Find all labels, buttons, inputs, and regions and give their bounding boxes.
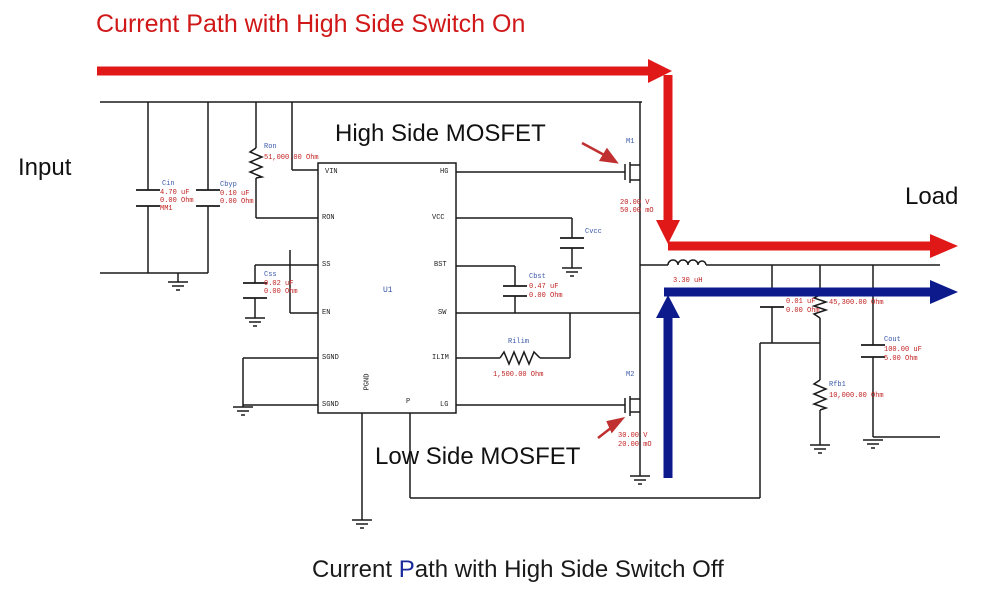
resistor-symbols (248, 147, 829, 411)
rilim-name: Rilim (508, 338, 530, 346)
low-side-mosfet-label: Low Side MOSFET (375, 443, 581, 470)
rfb2-value: 45,300.00 Ohm (829, 299, 884, 307)
capacitor-symbols (136, 189, 885, 358)
css-esr: 0.00 Ohm (264, 288, 298, 296)
cout-value: 100.00 uF (884, 346, 922, 354)
title-bottom-prefix: Current (312, 556, 399, 583)
m2-name: M2 (626, 371, 635, 379)
cout-esr: 5.00 Ohm (884, 355, 918, 363)
css-value: 0.02 uF (264, 280, 294, 288)
cin-esr: 0.00 Ohm (160, 197, 194, 205)
ron-value: 51,000.00 Ohm (264, 154, 319, 162)
ic-pin-lg: LG (440, 401, 449, 409)
ic-pin-ss: SS (322, 261, 331, 269)
annotation-arrows (581, 141, 626, 439)
ic-pin-hg: HG (440, 168, 449, 176)
m1-name: M1 (626, 138, 635, 146)
cbst-value: 0.47 uF (529, 283, 559, 291)
ron-name: Ron (264, 143, 277, 151)
low-side-mosfet-symbol (624, 396, 641, 416)
ic-pin-ilim: ILIM (432, 354, 449, 362)
title-bottom-suffix: ath with High Side Switch Off (414, 556, 724, 583)
cout-name: Cout (884, 336, 901, 344)
high-side-current-path (97, 59, 958, 258)
title-high-side-on: Current Path with High Side Switch On (96, 10, 526, 38)
rilim-value: 1,500.00 Ohm (493, 371, 544, 379)
rfb1-value: 10,000.00 Ohm (829, 392, 884, 400)
ic-pin-pgnd: PGND (363, 373, 372, 391)
ic-pin-sw: SW (438, 309, 447, 317)
cin-value: 4.70 uF (160, 189, 190, 197)
schematic-wires (100, 101, 940, 520)
ic-pin-bst: BST (434, 261, 447, 269)
m1-v1: 20.00 V (620, 199, 650, 207)
inductor-symbol (667, 259, 707, 266)
cff-esr: 0.00 Ohm (786, 307, 820, 315)
cin-part: MM1 (160, 205, 173, 213)
l1-value: 3.30 uH (673, 277, 703, 285)
cvcc-name: Cvcc (585, 228, 602, 236)
title-bottom-highlight: P (398, 556, 415, 583)
ic-pin-ron: RON (322, 214, 335, 222)
input-label: Input (18, 154, 72, 181)
cbst-esr: 0.00 Ohm (529, 292, 563, 300)
low-side-current-path (656, 280, 958, 478)
cbst-name: Cbst (529, 273, 546, 281)
ic-name: U1 (383, 286, 393, 295)
ground-symbols (168, 267, 883, 529)
m2-v2: 20.00 mO (618, 441, 652, 449)
css-name: Css (264, 271, 277, 279)
high-side-mosfet-label: High Side MOSFET (335, 120, 546, 147)
ic-pin-sgnd-1: SGND (322, 354, 339, 362)
cin-name: Cin (162, 180, 175, 188)
ic-pin-vin: VIN (325, 168, 338, 176)
rfb1-name: Rfb1 (829, 381, 846, 389)
cbyp-name: Cbyp (220, 181, 237, 189)
m2-v1: 30.00 V (618, 432, 648, 440)
ic-pin-en: EN (322, 309, 331, 317)
cbyp-value: 0.10 uF (220, 190, 250, 198)
cbyp-esr: 0.00 Ohm (220, 198, 254, 206)
title-high-side-off: Current Path with High Side Switch Off (312, 556, 724, 584)
load-label: Load (905, 183, 959, 210)
ic-pin-p: P (406, 398, 411, 406)
ic-pin-sgnd-2: SGND (322, 401, 339, 409)
m1-v2: 50.00 mO (620, 207, 654, 215)
high-side-mosfet-symbol (624, 162, 641, 183)
ic-pin-vcc: VCC (432, 214, 445, 222)
cff-value: 0.01 uF (786, 298, 816, 306)
